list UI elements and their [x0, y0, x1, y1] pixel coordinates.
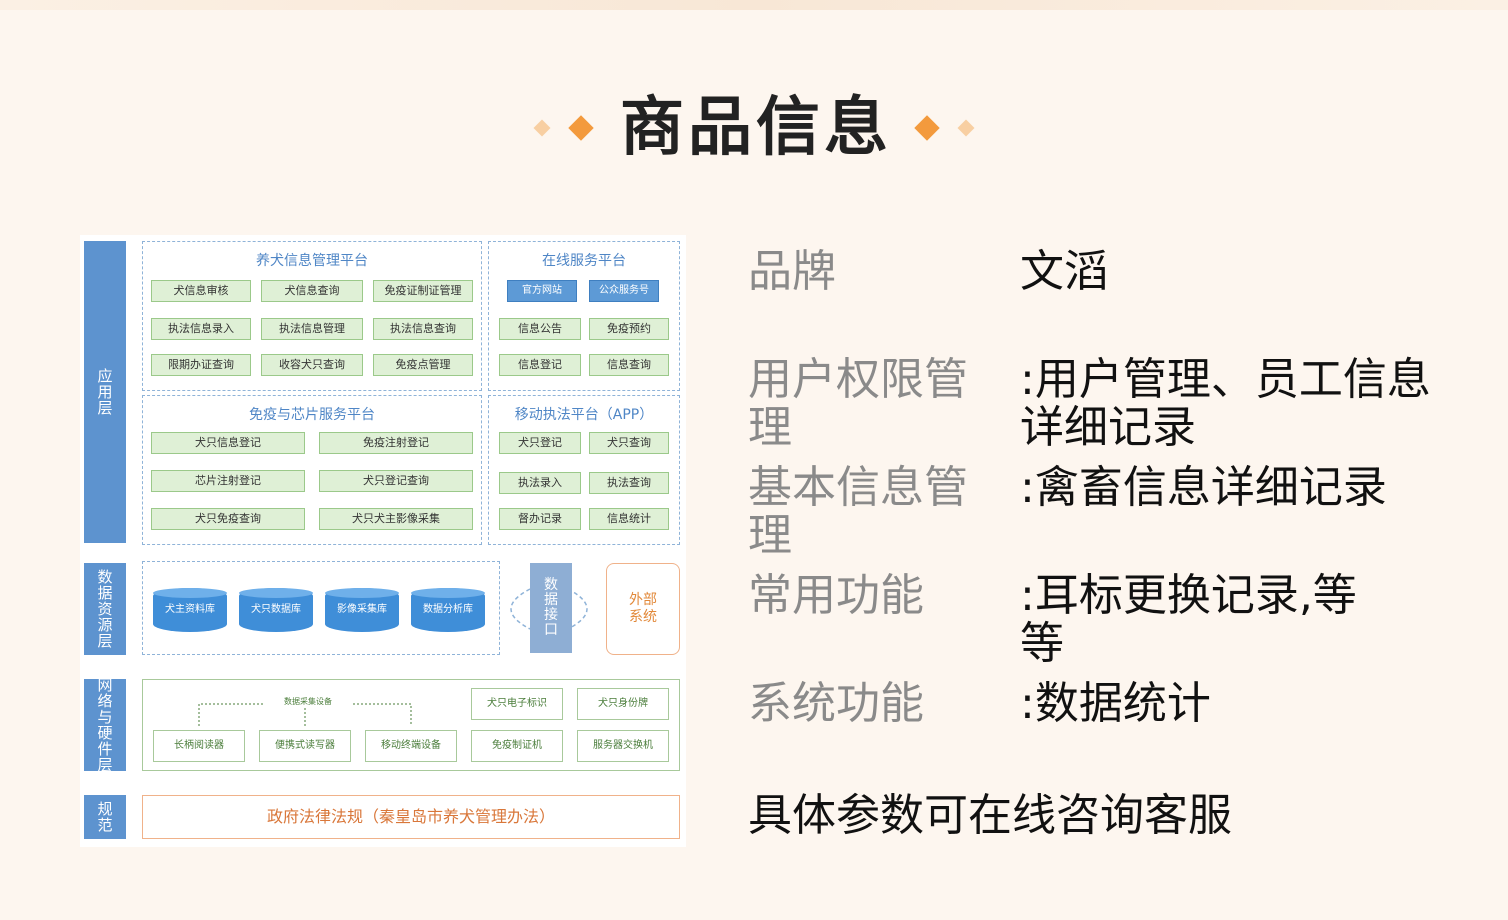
info-key-permission: 用户权限管理 [748, 354, 968, 453]
info-value-permission: :用户管理、员工信息详细记录 [1020, 354, 1431, 453]
database-icon: 犬主资料库 [153, 588, 227, 632]
module-box-blue: 官方网站 [507, 280, 577, 302]
top-band [0, 0, 1508, 10]
layer-label-application: 应用层 [84, 241, 126, 543]
consult-note: 具体参数可在线咨询客服 [748, 790, 1232, 841]
module-box: 信息公告 [499, 318, 581, 340]
database-panel: 犬主资料库 犬只数据库 影像采集库 数据分析库 [142, 561, 500, 655]
device-box: 免疫制证机 [471, 730, 563, 762]
module-box: 犬信息审核 [151, 280, 251, 302]
database-icon: 影像采集库 [325, 588, 399, 632]
platform-online-service: 在线服务平台 官方网站 公众服务号 信息公告 免疫预约 信息登记 信息查询 [488, 241, 680, 391]
database-icon: 数据分析库 [411, 588, 485, 632]
layer-label-data: 数据资源层 [84, 563, 126, 655]
module-box: 芯片注射登记 [151, 470, 305, 492]
diamond-decoration-icon [957, 119, 975, 137]
platform-title: 在线服务平台 [542, 253, 626, 269]
device-box: 服务器交换机 [577, 730, 669, 762]
device-box: 便携式读写器 [259, 730, 351, 762]
diamond-decoration-icon [568, 115, 594, 141]
module-box: 执法信息管理 [261, 318, 363, 340]
module-box: 犬只免疫查询 [151, 508, 305, 530]
module-box: 督办记录 [499, 508, 581, 530]
diamond-decoration-icon [533, 119, 551, 137]
platform-mobile-enforcement: 移动执法平台（APP） 犬只登记 犬只查询 执法录入 执法查询 督办记录 信息统… [488, 395, 680, 545]
device-box: 长柄阅读器 [153, 730, 245, 762]
law-regulation-box: 政府法律法规（秦皇岛市养犬管理办法） [142, 795, 680, 839]
architecture-diagram: 应用层 数据资源层 网络与硬件层 规范 养犬信息管理平台 犬信息审核 犬信息查询… [80, 235, 686, 847]
module-box: 执法信息查询 [373, 318, 473, 340]
platform-title: 养犬信息管理平台 [256, 253, 368, 269]
module-box: 免疫预约 [589, 318, 669, 340]
external-system-box: 外部系统 [606, 563, 680, 655]
diamond-decoration-icon [914, 115, 940, 141]
platform-title: 免疫与芯片服务平台 [249, 407, 375, 423]
module-box: 免疫点管理 [373, 354, 473, 376]
module-box: 犬只信息登记 [151, 432, 305, 454]
module-box: 免疫证制证管理 [373, 280, 473, 302]
hardware-panel: 数据采集设备 长柄阅读器 便携式读写器 移动终端设备 免疫制证机 服务器交换机 … [142, 679, 680, 771]
module-box: 信息登记 [499, 354, 581, 376]
module-box: 免疫注射登记 [319, 432, 473, 454]
info-key-common: 常用功能 [748, 570, 924, 621]
module-box: 犬只登记查询 [319, 470, 473, 492]
header: 商品信息 [0, 88, 1508, 168]
connector-arcs [510, 588, 588, 630]
data-interface-bar: 数据接口 [530, 563, 572, 653]
device-group-label: 数据采集设备 [263, 696, 353, 707]
module-box: 执法信息录入 [151, 318, 251, 340]
info-key-brand: 品牌 [748, 246, 836, 297]
module-box: 执法查询 [589, 472, 669, 494]
platform-dog-management: 养犬信息管理平台 犬信息审核 犬信息查询 免疫证制证管理 执法信息录入 执法信息… [142, 241, 482, 391]
module-box: 信息统计 [589, 508, 669, 530]
device-box: 移动终端设备 [365, 730, 457, 762]
module-box: 犬信息查询 [261, 280, 363, 302]
database-icon: 犬只数据库 [239, 588, 313, 632]
layer-label-network: 网络与硬件层 [84, 677, 126, 773]
device-box: 犬只电子标识 [471, 688, 563, 720]
info-value-common: :耳标更换记录,等等 [1020, 570, 1357, 669]
module-box: 限期办证查询 [151, 354, 251, 376]
layer-label-standard: 规范 [84, 795, 126, 839]
module-box: 犬只登记 [499, 432, 581, 454]
info-value-brand: 文滔 [1020, 246, 1108, 297]
module-box: 犬只查询 [589, 432, 669, 454]
module-box-blue: 公众服务号 [589, 280, 659, 302]
platform-title: 移动执法平台（APP） [514, 407, 654, 423]
platform-immunization-chip: 免疫与芯片服务平台 犬只信息登记 免疫注射登记 芯片注射登记 犬只登记查询 犬只… [142, 395, 482, 545]
info-key-basic: 基本信息管理 [748, 462, 968, 561]
module-box: 犬只犬主影像采集 [319, 508, 473, 530]
page-title: 商品信息 [620, 91, 892, 165]
module-box: 收容犬只查询 [261, 354, 363, 376]
module-box: 执法录入 [499, 472, 581, 494]
module-box: 信息查询 [589, 354, 669, 376]
device-box: 犬只身份牌 [577, 688, 669, 720]
info-value-system: :数据统计 [1020, 678, 1211, 729]
info-value-basic: :禽畜信息详细记录 [1020, 462, 1387, 513]
info-key-system: 系统功能 [748, 678, 924, 729]
